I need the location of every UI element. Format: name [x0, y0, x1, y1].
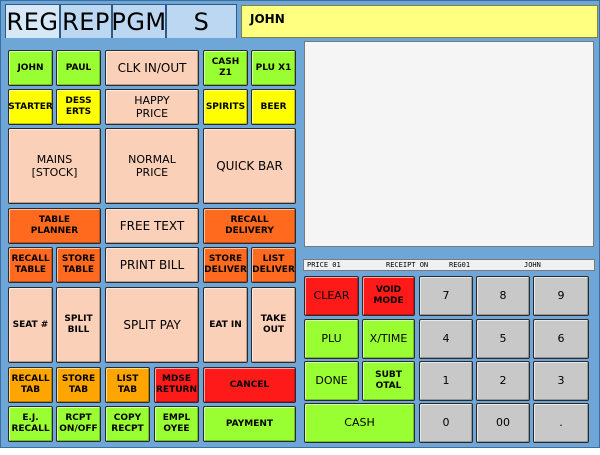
list-deliver-button[interactable]: LIST DELIVER	[251, 247, 296, 283]
recall-tab-button[interactable]: RECALL TAB	[8, 367, 53, 403]
happy-price-button[interactable]: HAPPY PRICE	[105, 89, 199, 125]
split-pay-button[interactable]: SPLIT PAY	[105, 287, 199, 363]
receipt-display	[304, 41, 594, 247]
copy-receipt-button[interactable]: COPY RECPT	[105, 406, 150, 442]
key-2[interactable]: 2	[476, 361, 530, 401]
mdse-return-button[interactable]: MDSE RETURN	[154, 367, 199, 403]
quick-bar-button[interactable]: QUICK BAR	[203, 128, 296, 204]
key-decimal[interactable]: .	[533, 403, 589, 443]
starter-button[interactable]: STARTER	[8, 89, 53, 125]
recall-table-button[interactable]: RECALL TABLE	[8, 247, 53, 283]
tab-s[interactable]: S	[166, 4, 237, 38]
key-3[interactable]: 3	[533, 361, 589, 401]
john-button[interactable]: JOHN	[8, 50, 53, 86]
status-receipt: RECEIPT ON	[386, 261, 429, 269]
print-bill-button[interactable]: PRINT BILL	[105, 247, 199, 283]
receipt-on-off-button[interactable]: RCPT ON/OFF	[56, 406, 101, 442]
tab-reg[interactable]: REG	[5, 4, 60, 38]
list-tab-button[interactable]: LIST TAB	[105, 367, 150, 403]
spirits-button[interactable]: SPIRITS	[203, 89, 248, 125]
status-operator: JOHN	[524, 261, 541, 269]
payment-button[interactable]: PAYMENT	[203, 406, 296, 442]
plu-x1-button[interactable]: PLU X1	[251, 50, 296, 86]
split-bill-button[interactable]: SPLIT BILL	[56, 287, 101, 363]
free-text-button[interactable]: FREE TEXT	[105, 208, 199, 244]
mains-stock-button[interactable]: MAINS [STOCK]	[8, 128, 101, 204]
recall-delivery-button[interactable]: RECALL DELIVERY	[203, 208, 296, 244]
key-9[interactable]: 9	[533, 276, 589, 316]
seat-number-button[interactable]: SEAT #	[8, 287, 53, 363]
key-7[interactable]: 7	[419, 276, 473, 316]
key-4[interactable]: 4	[419, 319, 473, 359]
key-5[interactable]: 5	[476, 319, 530, 359]
paul-button[interactable]: PAUL	[56, 50, 101, 86]
store-deliver-button[interactable]: STORE DELIVER	[203, 247, 248, 283]
plu-button[interactable]: PLU	[304, 319, 359, 359]
beer-button[interactable]: BEER	[251, 89, 296, 125]
cash-button[interactable]: CASH	[304, 403, 415, 443]
cancel-button[interactable]: CANCEL	[203, 367, 296, 403]
key-1[interactable]: 1	[419, 361, 473, 401]
status-price: PRICE 01	[307, 261, 341, 269]
key-0[interactable]: 0	[419, 403, 473, 443]
clock-in-out-button[interactable]: CLK IN/OUT	[105, 50, 199, 86]
take-out-button[interactable]: TAKE OUT	[251, 287, 296, 363]
tab-pgm[interactable]: PGM	[111, 4, 166, 38]
subtotal-button[interactable]: SUBT OTAL	[362, 361, 415, 401]
store-table-button[interactable]: STORE TABLE	[56, 247, 101, 283]
key-00[interactable]: 00	[476, 403, 530, 443]
desserts-button[interactable]: DESS ERTS	[56, 89, 101, 125]
ej-recall-button[interactable]: E.J. RECALL	[8, 406, 53, 442]
tab-rep[interactable]: REP	[60, 4, 112, 38]
status-line: PRICE 01 RECEIPT ON REG01 JOHN	[303, 259, 595, 271]
x-time-button[interactable]: X/TIME	[362, 319, 415, 359]
clear-button[interactable]: CLEAR	[304, 276, 359, 316]
eat-in-button[interactable]: EAT IN	[203, 287, 248, 363]
cash-z1-button[interactable]: CASH Z1	[203, 50, 248, 86]
key-8[interactable]: 8	[476, 276, 530, 316]
store-tab-button[interactable]: STORE TAB	[56, 367, 101, 403]
void-mode-button[interactable]: VOID MODE	[362, 276, 415, 316]
table-planner-button[interactable]: TABLE PLANNER	[8, 208, 101, 244]
operator-bar: JOHN	[241, 5, 598, 38]
done-button[interactable]: DONE	[304, 361, 359, 401]
status-register: REG01	[449, 261, 471, 269]
employee-button[interactable]: EMPL OYEE	[154, 406, 199, 442]
normal-price-button[interactable]: NORMAL PRICE	[105, 128, 199, 204]
key-6[interactable]: 6	[533, 319, 589, 359]
